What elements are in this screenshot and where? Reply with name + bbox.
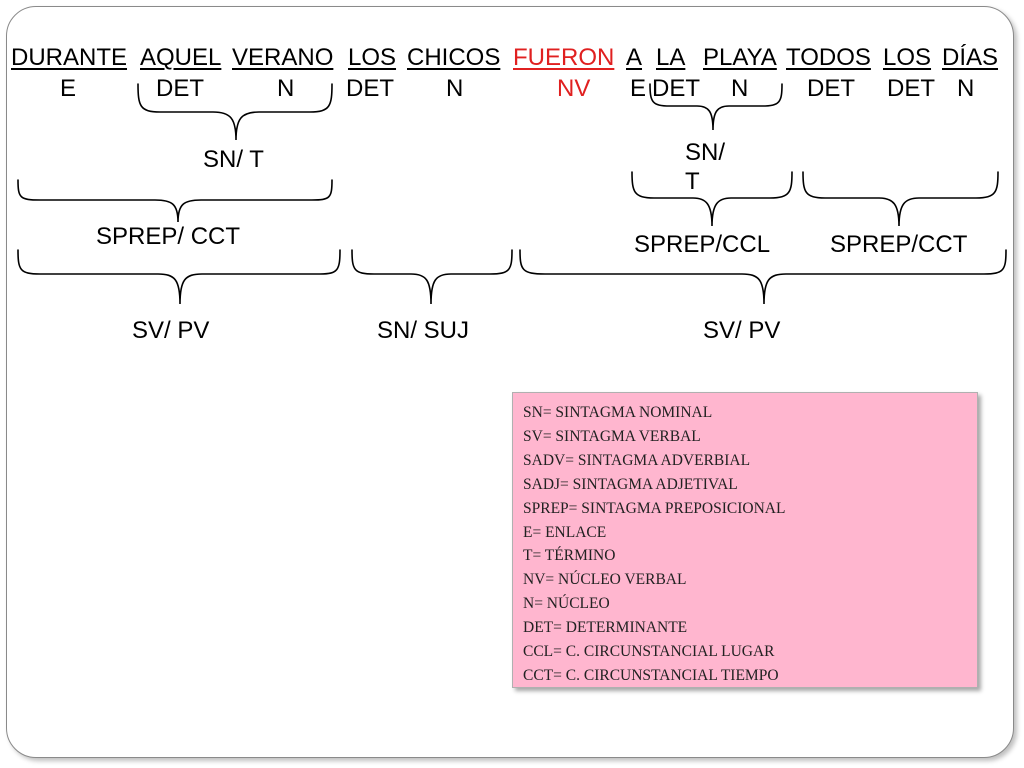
brace-sprep-ccl (631, 171, 793, 227)
brace-sv-pv-2 (519, 249, 1007, 305)
legend-item-sprep: SPREP= SINTAGMA PREPOSICIONAL (523, 499, 786, 517)
word-a: A (626, 44, 643, 71)
word-playa: PLAYA (703, 44, 777, 71)
label-sprep-ccl: SPREP/CCL (634, 231, 771, 258)
legend-item-sadj: SADJ= SINTAGMA ADJETIVAL (523, 475, 738, 493)
word-chicos: CHICOS (407, 44, 501, 71)
label-sprep-cct-1: SPREP/ CCT (96, 223, 241, 250)
word-todos: TODOS (786, 44, 871, 71)
tag-n-2: N (446, 75, 464, 102)
legend-item-e: E= ENLACE (523, 523, 607, 541)
legend-item-ccl: CCL= C. CIRCUNSTANCIAL LUGAR (523, 643, 775, 661)
brace-sprep-cct-1 (17, 179, 333, 223)
legend-item-det: DET= DETERMINANTE (523, 619, 688, 637)
brace-sn-suj (351, 249, 513, 305)
word-los-2: LOS (883, 44, 932, 71)
legend-item-cct: CCT= C. CIRCUNSTANCIAL TIEMPO (523, 666, 779, 684)
legend-item-nv: NV= NÚCLEO VERBAL (523, 571, 687, 589)
tag-n-4: N (957, 75, 975, 102)
brace-sv-pv-1 (17, 249, 341, 305)
tag-det-2: DET (346, 75, 394, 102)
label-sv-pv-1: SV/ PV (132, 317, 210, 344)
label-sn-suj: SN/ SUJ (377, 317, 470, 344)
tag-det-1: DET (156, 75, 204, 102)
tag-det-4: DET (807, 75, 855, 102)
word-la: LA (656, 44, 686, 71)
tag-det-5: DET (887, 75, 935, 102)
tag-n-1: N (277, 75, 295, 102)
legend-item-sadv: SADV= SINTAGMA ADVERBIAL (523, 451, 751, 469)
label-sv-pv-2: SV/ PV (703, 317, 781, 344)
word-aquel: AQUEL (140, 44, 222, 71)
brace-sn-t-1 (137, 83, 333, 141)
label-sn-t-2-b: T (685, 168, 700, 195)
legend-item-sv: SV= SINTAGMA VERBAL (523, 427, 701, 445)
label-sn-t-1: SN/ T (203, 146, 264, 173)
legend-item-t: T= TÉRMINO (523, 547, 616, 565)
legend-item-n: N= NÚCLEO (523, 595, 610, 613)
legend-item-sn: SN= SINTAGMA NOMINAL (523, 404, 713, 421)
label-sn-t-2-a: SN/ (685, 139, 726, 166)
word-fueron: FUERON (513, 44, 615, 71)
brace-sprep-cct-2 (802, 171, 999, 227)
tag-e-2: E (630, 75, 647, 102)
word-dias: DÍAS (942, 44, 999, 71)
word-verano: VERANO (232, 44, 334, 71)
legend-box: SN= SINTAGMA NOMINAL SV= SINTAGMA VERBAL… (512, 392, 978, 688)
tag-n-3: N (731, 75, 749, 102)
word-durante: DURANTE (11, 44, 128, 71)
label-sprep-cct-2: SPREP/CCT (830, 231, 968, 258)
tag-det-3: DET (652, 75, 700, 102)
tag-nv: NV (557, 75, 591, 102)
tag-e-1: E (60, 75, 77, 102)
brace-sn-t-2 (649, 83, 783, 131)
word-los: LOS (348, 44, 397, 71)
